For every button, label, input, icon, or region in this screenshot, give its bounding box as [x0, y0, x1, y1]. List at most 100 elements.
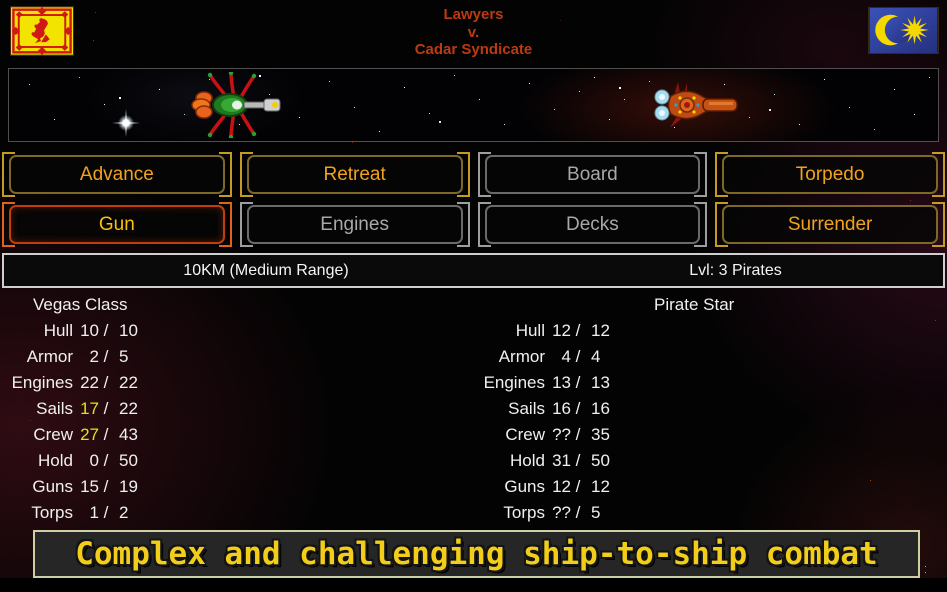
stat-label: Hull: [515, 321, 545, 340]
stat-slash: /: [575, 321, 581, 340]
promo-banner: Complex and challenging ship-to-ship com…: [33, 530, 920, 578]
stat-slash: /: [575, 477, 581, 496]
stat-max-value: 43: [119, 425, 138, 444]
stat-current-value: 0: [89, 451, 99, 470]
stat-max-value: 22: [119, 373, 138, 392]
stat-current-value: 22: [80, 373, 99, 392]
stat-current-value: 10: [80, 321, 99, 340]
battle-title: Lawyers v. Cadar Syndicate: [0, 6, 947, 59]
enemy-ship-name: Pirate Star: [654, 295, 735, 314]
stat-label: Hold: [510, 451, 545, 470]
board-button-label: Board: [484, 155, 701, 194]
stat-max-value: 10: [119, 321, 138, 340]
stat-slash: /: [575, 373, 581, 392]
stat-current-value: 4: [561, 347, 571, 366]
stat-max-value: 35: [591, 425, 610, 444]
stat-current-value: ??: [552, 425, 571, 444]
stat-max-value: 13: [591, 373, 610, 392]
decks-button[interactable]: Decks: [477, 202, 708, 247]
stat-label: Guns: [504, 477, 545, 496]
action-button-row-1: Advance Retreat Board Torpedo: [2, 152, 945, 197]
action-button-row-2: Gun Engines Decks Surrender: [2, 202, 945, 247]
engines-button[interactable]: Engines: [239, 202, 470, 247]
stat-label: Torps: [31, 503, 73, 522]
stat-slash: /: [103, 321, 109, 340]
torpedo-button-label: Torpedo: [722, 155, 938, 194]
stat-current-value: 16: [552, 399, 571, 418]
stat-current-value: 12: [552, 477, 571, 496]
stat-current-value: 27: [80, 425, 99, 444]
stat-slash: /: [575, 451, 581, 470]
stat-current-value: 31: [552, 451, 571, 470]
bright-star: [112, 109, 140, 137]
range-status-bar: 10KM (Medium Range) Lvl: 3 Pirates: [2, 253, 945, 288]
stat-max-value: 5: [119, 347, 129, 366]
stat-label: Engines: [11, 373, 73, 392]
stat-max-value: 12: [591, 321, 610, 340]
stat-current-value: 13: [552, 373, 571, 392]
stat-slash: /: [103, 425, 109, 444]
stat-slash: /: [103, 373, 109, 392]
stat-label: Engines: [483, 373, 545, 392]
stat-label: Armor: [26, 347, 73, 366]
stat-max-value: 50: [119, 451, 138, 470]
stat-label: Crew: [505, 425, 545, 444]
stat-max-value: 19: [119, 477, 138, 496]
board-button[interactable]: Board: [477, 152, 708, 197]
stat-slash: /: [103, 347, 109, 366]
stat-current-value: 12: [552, 321, 571, 340]
space-battle-viewport: [8, 68, 939, 142]
stat-slash: /: [103, 477, 109, 496]
gun-button[interactable]: Gun: [2, 202, 232, 247]
stat-label: Crew: [33, 425, 73, 444]
stat-current-value: 1: [89, 503, 99, 522]
stat-current-value: 17: [80, 399, 99, 418]
stat-label: Hold: [38, 451, 73, 470]
promo-banner-text: Complex and challenging ship-to-ship com…: [75, 536, 878, 572]
combat-header: Lawyers v. Cadar Syndicate: [0, 0, 947, 62]
stat-current-value: ??: [552, 503, 571, 522]
stat-label: Sails: [36, 399, 73, 418]
retreat-button[interactable]: Retreat: [239, 152, 470, 197]
enemy-level-text: Lvl: 3 Pirates: [689, 261, 782, 279]
stat-slash: /: [575, 347, 581, 366]
stat-label: Hull: [43, 321, 73, 340]
decks-button-label: Decks: [484, 205, 701, 244]
scottish-lion-flag-icon: [10, 6, 74, 56]
stat-max-value: 2: [119, 503, 129, 522]
stat-slash: /: [575, 503, 581, 522]
surrender-button[interactable]: Surrender: [715, 202, 945, 247]
range-text: 10KM (Medium Range): [183, 261, 349, 279]
stat-max-value: 12: [591, 477, 610, 496]
battle-title-line2: v.: [467, 23, 480, 41]
stat-label: Torps: [503, 503, 545, 522]
crescent-sun-flag-icon: [868, 7, 939, 54]
stat-current-value: 15: [80, 477, 99, 496]
retreat-button-label: Retreat: [246, 155, 463, 194]
stat-label: Sails: [508, 399, 545, 418]
battle-title-line1: Lawyers: [443, 6, 504, 23]
stat-label: Armor: [498, 347, 545, 366]
bottom-black-strip: [0, 578, 947, 592]
starfield-dots-large: [9, 69, 11, 71]
battle-title-line3: Cadar Syndicate: [414, 41, 533, 58]
player-ship-sprite: [191, 72, 281, 138]
stat-slash: /: [575, 399, 581, 418]
stat-max-value: 50: [591, 451, 610, 470]
stat-slash: /: [103, 503, 109, 522]
stat-label: Guns: [32, 477, 73, 496]
player-ship-name: Vegas Class: [33, 295, 128, 314]
stat-max-value: 16: [591, 399, 610, 418]
enemy-ship-sprite: [654, 81, 738, 128]
stat-slash: /: [103, 451, 109, 470]
advance-button-label: Advance: [9, 155, 225, 194]
torpedo-button[interactable]: Torpedo: [715, 152, 945, 197]
surrender-button-label: Surrender: [722, 205, 938, 244]
gun-button-label: Gun: [9, 205, 225, 244]
advance-button[interactable]: Advance: [2, 152, 232, 197]
engines-button-label: Engines: [246, 205, 463, 244]
stat-slash: /: [575, 425, 581, 444]
stat-current-value: 2: [89, 347, 99, 366]
